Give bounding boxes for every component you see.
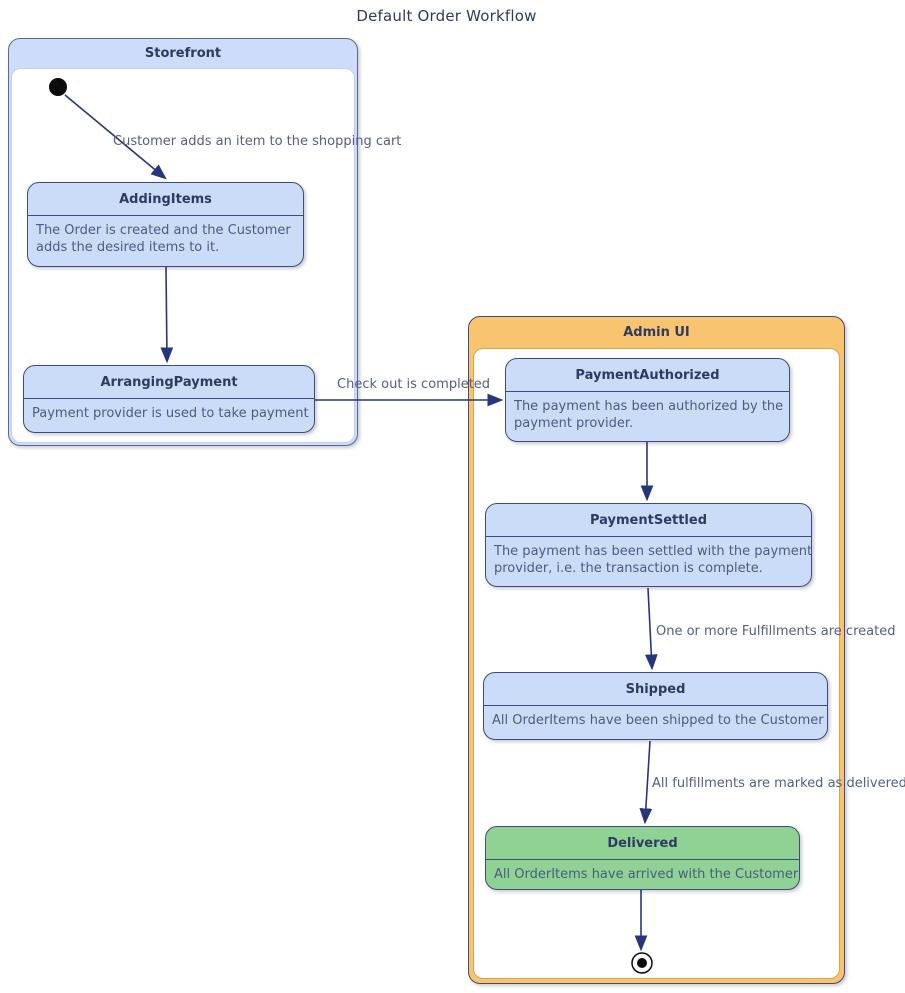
transition-label-fulfillments-created: One or more Fulfillments are created	[656, 624, 896, 639]
state-delivered-name: Delivered	[486, 827, 799, 860]
group-storefront-title: Storefront	[144, 45, 222, 61]
transition-label-add-item: Customer adds an item to the shopping ca…	[113, 134, 402, 149]
description-line: Payment provider is used to take payment	[32, 406, 309, 421]
description-line: All OrderItems have been shipped to the …	[492, 713, 824, 728]
description-line: payment provider.	[514, 416, 634, 431]
transition-label-checkout: Check out is completed	[337, 377, 491, 392]
state-delivered: Delivered All OrderItems have arrived wi…	[485, 826, 800, 890]
transition-label-marked-delivered: All fulfillments are marked as delivered	[652, 776, 905, 791]
state-shipped: Shipped All OrderItems have been shipped…	[483, 672, 828, 740]
state-paymentsettled-name: PaymentSettled	[486, 504, 811, 537]
description-line: All OrderItems have arrived with the Cus…	[494, 867, 799, 882]
state-shipped-description: All OrderItems have been shipped to the …	[484, 706, 827, 729]
state-delivered-description: All OrderItems have arrived with the Cus…	[486, 860, 799, 883]
state-paymentsettled: PaymentSettled The payment has been sett…	[485, 503, 812, 587]
diagram-title: Default Order Workflow	[356, 7, 537, 25]
state-addingitems: AddingItems The Order is created and the…	[27, 182, 304, 267]
state-arrangingpayment-description: Payment provider is used to take payment	[24, 399, 314, 422]
state-paymentauthorized-name: PaymentAuthorized	[506, 359, 789, 392]
state-paymentauthorized: PaymentAuthorized The payment has been a…	[505, 358, 790, 442]
state-paymentsettled-description: The payment has been settled with the pa…	[486, 537, 813, 577]
description-line: The Order is created and the Customer	[36, 223, 291, 238]
state-paymentauthorized-description: The payment has been authorized by the p…	[506, 392, 789, 432]
state-arrangingpayment: ArrangingPayment Payment provider is use…	[23, 365, 315, 433]
group-admin-ui-title: Admin UI	[623, 324, 690, 340]
state-addingitems-description: The Order is created and the Customer ad…	[28, 216, 303, 256]
state-shipped-name: Shipped	[484, 673, 827, 706]
state-addingitems-name: AddingItems	[28, 183, 303, 216]
description-line: adds the desired items to it.	[36, 240, 220, 255]
description-line: The payment has been settled with the pa…	[494, 544, 813, 559]
description-line: provider, i.e. the transaction is comple…	[494, 561, 763, 576]
description-line: The payment has been authorized by the	[514, 399, 784, 414]
state-arrangingpayment-name: ArrangingPayment	[24, 366, 314, 399]
